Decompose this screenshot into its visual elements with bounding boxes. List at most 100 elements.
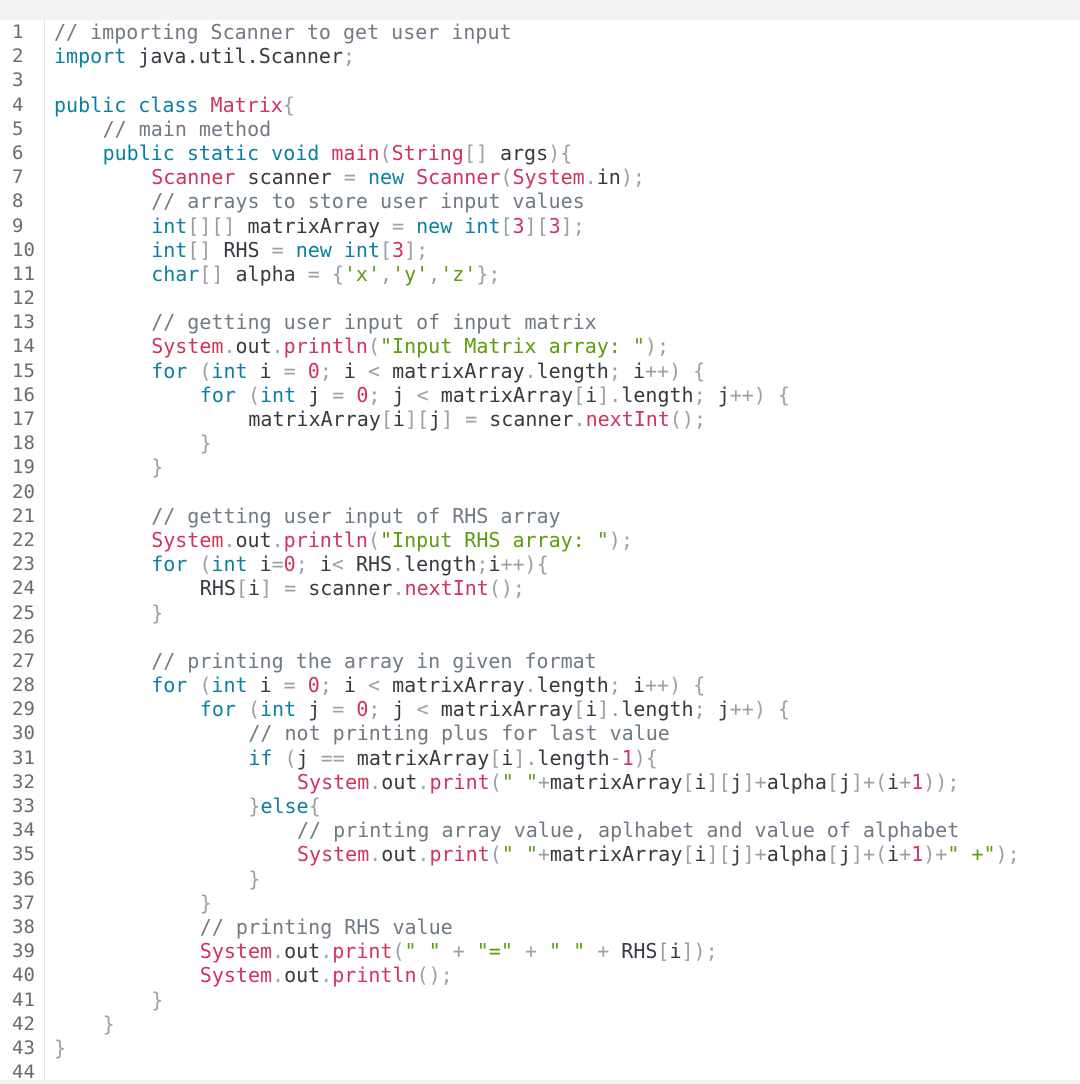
code-token: i xyxy=(632,673,645,698)
code-token: Matrix xyxy=(210,92,283,117)
code-token: = xyxy=(343,165,368,190)
code-token: int xyxy=(151,213,188,238)
code-token: alpha xyxy=(766,769,827,794)
code-token: + xyxy=(537,842,550,867)
code-token: ){ xyxy=(633,745,658,770)
code-token: for xyxy=(199,382,248,407)
code-token: int xyxy=(151,237,188,262)
code-token: 'x' xyxy=(343,261,380,286)
code-line: int[][] matrixArray = new int[3][3]; xyxy=(54,214,1080,238)
code-token: ]+ xyxy=(742,842,767,867)
code-token: [ xyxy=(489,745,502,770)
code-token: i xyxy=(343,358,368,383)
code-token: ][ xyxy=(524,213,549,238)
code-token: 1 xyxy=(911,769,924,794)
code-token: = xyxy=(271,237,296,262)
code-token: , xyxy=(428,261,441,286)
code-token: new int xyxy=(295,237,380,262)
code-token: // main method xyxy=(102,116,272,141)
code-token: ++) { xyxy=(729,697,790,722)
line-number: 38 xyxy=(12,915,35,938)
line-number: 41 xyxy=(12,988,35,1011)
code-token: . xyxy=(369,842,382,867)
code-line: }else{ xyxy=(54,794,1080,818)
code-token: println xyxy=(283,527,368,552)
code-token: ( xyxy=(284,745,297,770)
line-number: 13 xyxy=(12,311,35,334)
line-number: 8 xyxy=(12,190,24,213)
code-token: ]. xyxy=(597,697,622,722)
code-token: [ xyxy=(682,842,695,867)
line-number: 23 xyxy=(12,553,35,576)
code-token: 0 xyxy=(283,552,296,577)
line-number: 19 xyxy=(12,456,35,479)
code-token: ; xyxy=(608,358,633,383)
code-token: + xyxy=(899,842,912,867)
code-token: . xyxy=(320,963,333,988)
code-token: ( xyxy=(199,358,212,383)
code-token: = xyxy=(271,552,284,577)
code-line: RHS[i] = scanner.nextInt(); xyxy=(54,576,1080,600)
code-token: ( xyxy=(367,527,380,552)
code-token: ]; xyxy=(560,213,585,238)
code-token: ++) { xyxy=(729,382,790,407)
code-token: matrixArray xyxy=(440,697,574,722)
code-token: < xyxy=(416,697,441,722)
code-token: out xyxy=(381,769,418,794)
line-number: 31 xyxy=(12,746,35,769)
code-token: )+ xyxy=(923,842,948,867)
code-token: ]); xyxy=(681,939,718,964)
line-number: 44 xyxy=(12,1061,35,1084)
line-number: 7 xyxy=(12,166,24,189)
code-token: . xyxy=(272,963,285,988)
code-token: ][ xyxy=(404,407,430,431)
code-token: ( xyxy=(392,939,405,964)
code-token: 'y' xyxy=(392,261,429,286)
line-number: 12 xyxy=(12,287,35,310)
code-token: RHS xyxy=(355,552,393,577)
code-token: matrixArray xyxy=(356,745,490,770)
code-token: ; xyxy=(693,697,718,722)
code-token: i xyxy=(343,673,368,698)
code-token: out xyxy=(235,334,272,359)
code-line: // printing the array in given format xyxy=(54,649,1080,673)
line-number: 17 xyxy=(12,408,35,430)
code-token: + xyxy=(585,939,622,964)
code-token: ; xyxy=(368,697,393,722)
code-token: ( xyxy=(500,165,513,190)
code-token: . xyxy=(271,334,284,359)
code-line: } xyxy=(54,455,1080,479)
code-token: i xyxy=(887,842,900,867)
line-number: 1 xyxy=(12,21,24,43)
code-token: ; xyxy=(608,673,633,698)
code-token: ; xyxy=(343,44,356,69)
code-token: ){ xyxy=(548,140,573,165)
code-token: [] xyxy=(463,140,500,165)
code-line: } xyxy=(54,431,1080,455)
code-token: + xyxy=(512,939,550,964)
code-line: // importing Scanner to get user input xyxy=(54,20,1080,44)
code-token: ( xyxy=(199,673,212,698)
code-token: for xyxy=(151,673,200,698)
code-token: [ xyxy=(826,842,839,867)
code-token: i xyxy=(259,673,284,698)
code-token: 1 xyxy=(911,842,924,867)
code-area[interactable]: // importing Scanner to get user input i m… xyxy=(54,20,1080,1080)
code-token: nextInt xyxy=(404,576,489,601)
code-token: " " xyxy=(404,939,441,964)
code-token: ( xyxy=(247,697,261,722)
code-token: ]. xyxy=(513,745,538,770)
code-token: ); xyxy=(644,334,669,359)
code-token: } xyxy=(248,794,261,818)
code-token: (); xyxy=(669,407,707,431)
code-token: "Input Matrix array: " xyxy=(380,334,645,359)
line-number: 27 xyxy=(12,649,35,672)
code-line xyxy=(54,286,1080,310)
code-token: print xyxy=(429,842,490,867)
code-token: print xyxy=(429,769,490,794)
code-token: ( xyxy=(367,334,380,359)
code-token: out xyxy=(284,963,321,988)
code-token: (); xyxy=(488,576,525,601)
code-token: Scanner xyxy=(151,165,236,190)
